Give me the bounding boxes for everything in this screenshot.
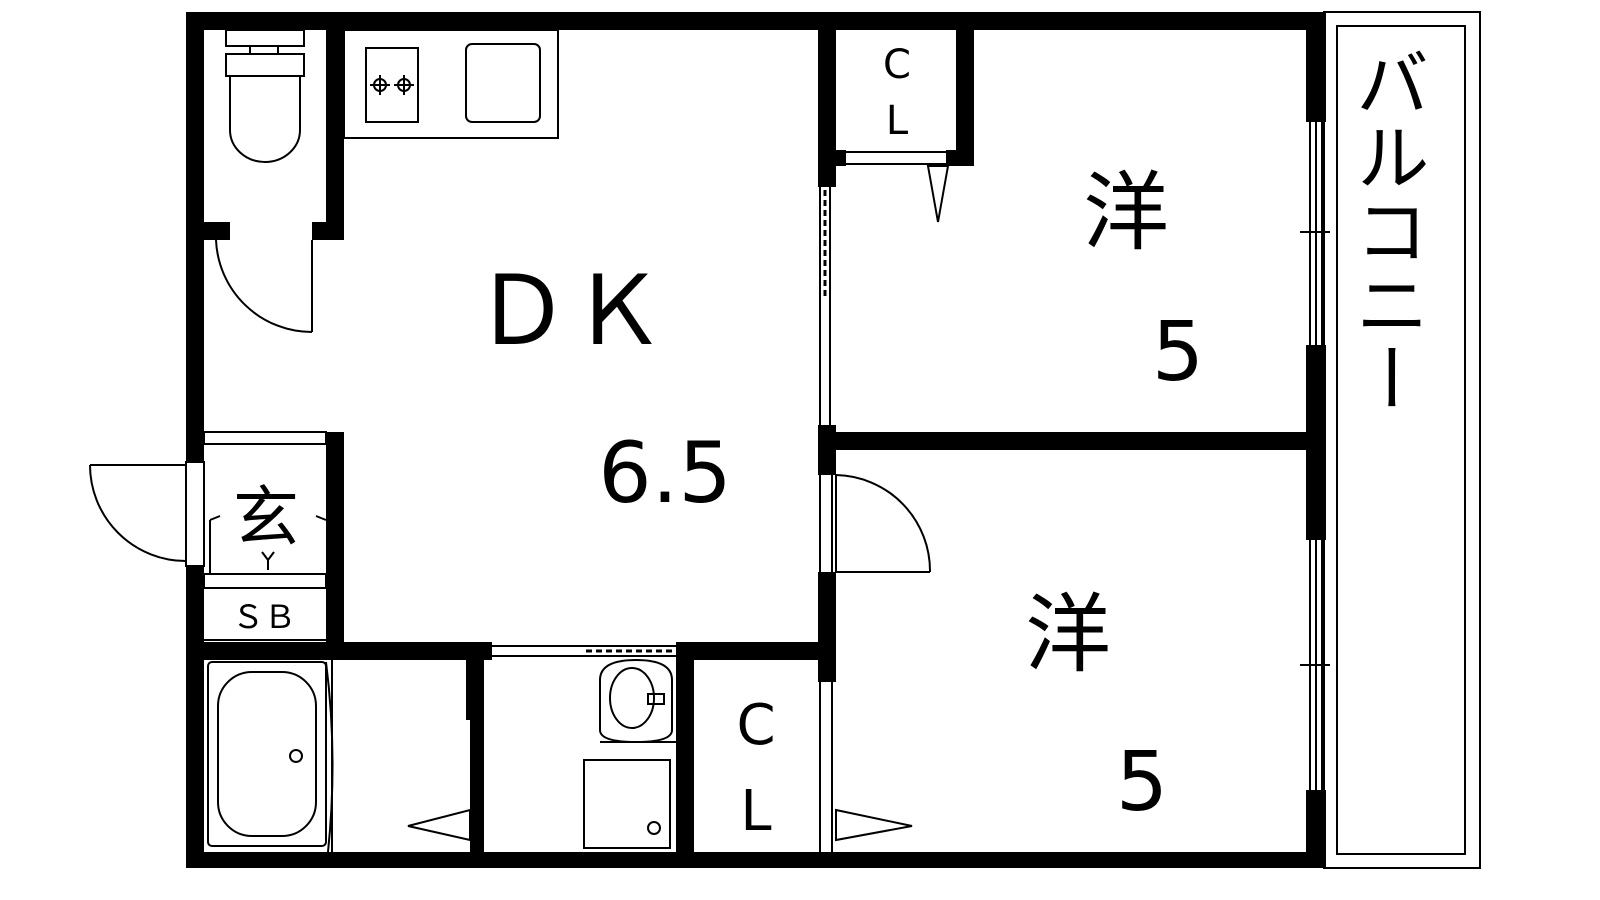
wall-entrance-right [326, 432, 344, 660]
interior-walls [186, 12, 1314, 852]
dk-room-name: ＤＫ [474, 255, 666, 367]
washing-machine-pan-icon [583, 759, 671, 849]
shoe-box-label: ＳＢ [232, 598, 296, 636]
toilet-icon [225, 29, 305, 163]
closet-lower-label-l: L [740, 779, 771, 844]
wall-toilet-bottom-right [312, 222, 344, 240]
kitchen-counter-icon [343, 29, 559, 139]
room-labels: ＤＫ 6.5 洋 5 洋 5 C L C L 玄 ＳＢ バルコニー [232, 42, 1429, 844]
balcony-windows [1300, 122, 1330, 790]
wall-closet-upper-bottom-left [836, 150, 846, 166]
sliding-tracks [586, 190, 827, 653]
doors [89, 239, 932, 853]
wall-left-lower [186, 566, 204, 868]
wall-center-1 [818, 12, 836, 187]
closet-lower-label-c: C [736, 693, 775, 758]
wall-right-1 [1306, 12, 1326, 122]
closet-upper-label-c: C [883, 42, 911, 88]
wall-room-divider [818, 432, 1314, 450]
room-door-swing [835, 474, 932, 573]
west-room-upper-size: 5 [1152, 305, 1204, 400]
wall-left-upper [186, 12, 204, 462]
wall-top [186, 12, 1326, 30]
dk-room-size: 6.5 [598, 424, 732, 522]
closet-upper-label-l: L [886, 98, 909, 144]
wall-right-3 [1306, 790, 1326, 868]
shoe-rack-icon [209, 515, 327, 574]
wall-bath-divider [466, 660, 484, 720]
entrance-door-swing [89, 464, 187, 562]
entrance-door-frame [185, 461, 205, 567]
toilet-door-swing [215, 239, 313, 334]
wall-right-2 [1306, 345, 1326, 540]
bathtub-icon [207, 661, 327, 847]
wall-bottom [186, 852, 1326, 868]
fixtures [207, 29, 676, 849]
west-room-lower-name: 洋 [1025, 585, 1111, 685]
outer-walls [186, 12, 1326, 868]
thin-partitions [203, 151, 946, 852]
wall-toilet-right [326, 30, 344, 240]
balcony-inner-rail [1336, 25, 1466, 855]
wall-dk-bottom-left [186, 642, 492, 660]
folding-doors [407, 165, 950, 842]
balcony-label: バルコニー [1343, 45, 1429, 415]
west-room-upper-name: 洋 [1083, 163, 1169, 263]
wall-closet-left [676, 642, 694, 852]
wash-basin-icon [599, 658, 676, 744]
wall-closet-upper-bottom-right [946, 150, 974, 166]
wall-bath-divider-lower [470, 720, 484, 852]
wall-dk-bottom-right [676, 642, 836, 660]
entrance-label: 玄 [233, 479, 299, 556]
wall-toilet-bottom-left [204, 222, 230, 240]
wall-closet-upper-right [956, 30, 974, 166]
west-room-lower-size: 5 [1116, 735, 1168, 830]
wall-center-3 [818, 572, 836, 682]
